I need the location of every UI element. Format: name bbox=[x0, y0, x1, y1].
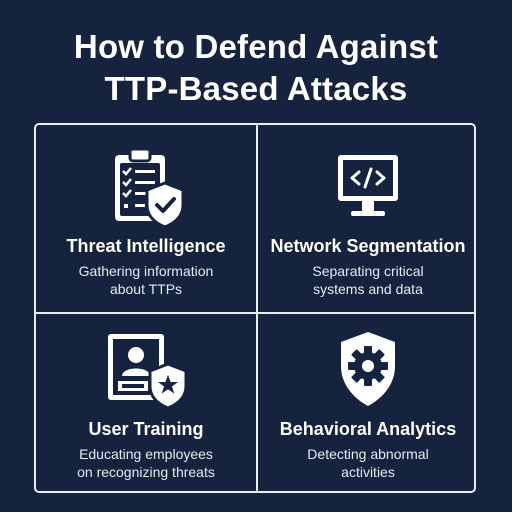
card-label: User Training bbox=[88, 419, 204, 439]
card-label: Behavioral Analytics bbox=[279, 419, 457, 439]
card-network-segmentation: Network Segmentation Separating critical… bbox=[258, 147, 478, 298]
card-user-training: User Training Educating employees on rec… bbox=[36, 328, 256, 481]
card-threat-intelligence: Threat Intelligence Gathering informatio… bbox=[36, 147, 256, 298]
id-card-shield-star-icon bbox=[108, 334, 188, 410]
grid-divider-vertical bbox=[256, 125, 258, 491]
page-title: How to Defend Against TTP-Based Attacks bbox=[0, 26, 512, 110]
card-description: Detecting abnormal activities bbox=[307, 446, 429, 480]
shield-gear-icon bbox=[341, 332, 395, 406]
title-line-1: How to Defend Against bbox=[73, 28, 439, 65]
card-behavioral-analytics: Behavioral Analytics Detecting abnormal … bbox=[258, 328, 478, 481]
card-label: Threat Intelligence bbox=[66, 236, 226, 256]
card-description: Gathering information about TTPs bbox=[78, 263, 214, 297]
defense-grid: Threat Intelligence Gathering informatio… bbox=[34, 123, 476, 493]
title-line-2: TTP-Based Attacks bbox=[104, 70, 408, 107]
clipboard-checklist-shield-icon bbox=[115, 147, 185, 229]
card-label: Network Segmentation bbox=[270, 236, 466, 256]
grid-divider-horizontal bbox=[36, 312, 474, 314]
card-description: Separating critical systems and data bbox=[312, 263, 424, 297]
card-description: Educating employees on recognizing threa… bbox=[77, 446, 215, 480]
monitor-code-icon bbox=[338, 155, 398, 216]
